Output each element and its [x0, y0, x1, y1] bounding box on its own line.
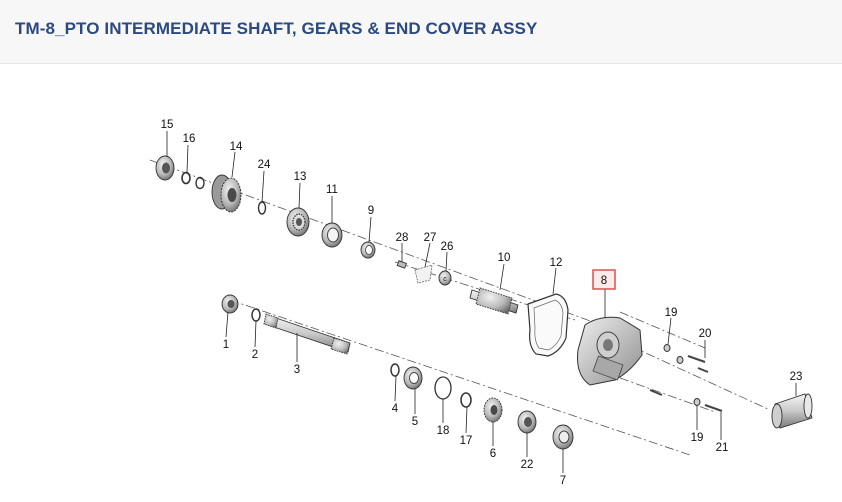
highlight-box-part-8 — [592, 269, 616, 290]
part-12-gasket — [527, 293, 569, 357]
part-9-spacer — [360, 241, 376, 259]
part-1-bearing — [221, 294, 239, 314]
part-28-bolt — [396, 260, 408, 269]
callout-26[interactable]: 26 — [441, 241, 454, 253]
callout-20[interactable]: 20 — [699, 328, 712, 340]
part-13-bearing — [286, 207, 310, 237]
part-5-bearing — [403, 366, 423, 390]
callout-12[interactable]: 12 — [550, 257, 563, 269]
page-header: TM-8_PTO INTERMEDIATE SHAFT, GEARS & END… — [0, 0, 842, 64]
callout-6[interactable]: 6 — [490, 448, 496, 460]
part-2-snap-ring — [251, 308, 261, 322]
callout-4[interactable]: 4 — [392, 403, 399, 415]
part-19-washer-lower — [693, 398, 701, 406]
part-27-lock-plate — [414, 264, 433, 284]
callout-9[interactable]: 9 — [368, 205, 374, 217]
callout-3[interactable]: 3 — [294, 364, 300, 376]
part-7-seal — [552, 424, 574, 450]
part-8-end-cover-housing — [577, 316, 643, 386]
callout-19-lower[interactable]: 19 — [691, 432, 704, 444]
exploded-parts-diagram: c — [149, 119, 813, 487]
callout-11[interactable]: 11 — [326, 184, 338, 196]
callout-17[interactable]: 17 — [460, 435, 473, 447]
callout-1[interactable]: 1 — [223, 339, 229, 351]
part-15-bearing — [155, 155, 175, 181]
callout-8[interactable]: 8 — [601, 275, 607, 287]
part-17-washer — [460, 392, 472, 408]
callout-27[interactable]: 27 — [424, 232, 437, 244]
callout-28[interactable]: 28 — [396, 232, 409, 244]
svg-text:c: c — [443, 276, 447, 283]
part-23-sleeve — [771, 393, 813, 429]
part-21-bolt — [649, 389, 723, 412]
part-14-gear — [211, 174, 242, 213]
leader-lines — [166, 131, 797, 473]
part-18-ring — [434, 376, 452, 400]
callout-14[interactable]: 14 — [230, 141, 243, 153]
part-16-snap-ring — [181, 171, 205, 190]
part-19-washer-upper — [663, 344, 684, 364]
part-24-washer — [257, 201, 267, 215]
part-11-bearing-race — [321, 222, 343, 248]
part-20-bolt — [687, 355, 709, 373]
callout-15[interactable]: 15 — [161, 119, 174, 131]
callout-7[interactable]: 7 — [560, 475, 566, 487]
page-title: TM-8_PTO INTERMEDIATE SHAFT, GEARS & END… — [15, 19, 538, 38]
callout-22[interactable]: 22 — [521, 459, 534, 471]
part-10-shaft — [469, 287, 519, 315]
part-3-shaft — [263, 313, 351, 355]
callout-labels: 15 16 14 24 13 11 9 28 27 26 10 12 8 19 … — [161, 119, 803, 487]
callout-13[interactable]: 13 — [294, 171, 307, 183]
callout-23[interactable]: 23 — [790, 371, 803, 383]
callout-21[interactable]: 21 — [716, 442, 729, 454]
callout-10[interactable]: 10 — [498, 252, 511, 264]
part-26-nut: c — [438, 270, 452, 286]
part-22-bearing — [517, 410, 537, 434]
part-6-gear — [483, 397, 503, 423]
callout-5[interactable]: 5 — [412, 416, 418, 428]
part-4-snap-ring — [390, 363, 400, 377]
callout-24[interactable]: 24 — [258, 159, 271, 171]
callout-2[interactable]: 2 — [252, 349, 258, 361]
callout-19-upper[interactable]: 19 — [665, 307, 678, 319]
callout-16[interactable]: 16 — [183, 133, 196, 145]
callout-18[interactable]: 18 — [437, 425, 450, 437]
